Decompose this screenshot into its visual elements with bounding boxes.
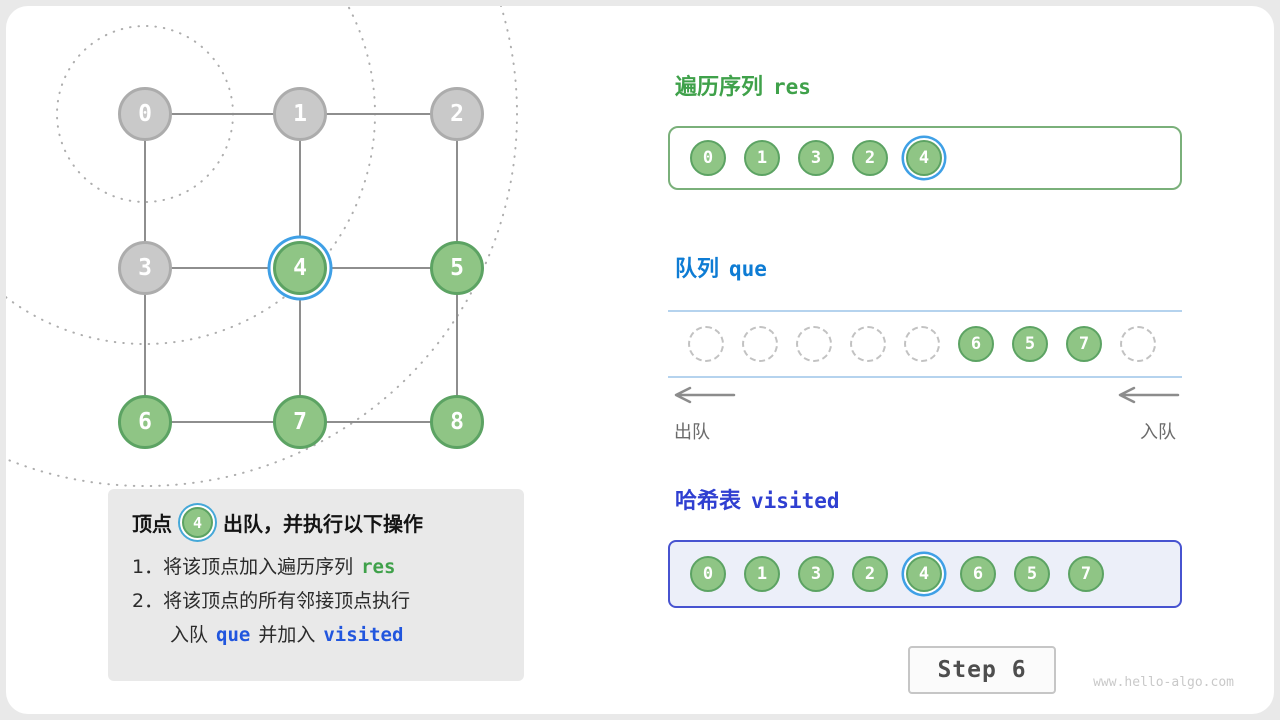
graph-node-6: 6 (118, 395, 172, 449)
info-title: 顶点 4 出队，并执行以下操作 (132, 507, 500, 538)
info-step-1: 1．将该顶点加入遍历序列 res (132, 552, 500, 579)
bfs-wave-arc (6, 6, 518, 487)
step-indicator: Step 6 (908, 646, 1056, 694)
node-circle-1: 1 (744, 556, 780, 592)
node-circle-0: 0 (690, 140, 726, 176)
enqueue-word: 入队 (170, 624, 209, 646)
res-panel-title: 遍历序列 res (675, 72, 811, 103)
graph-node-1: 1 (273, 87, 327, 141)
empty-slot (742, 326, 778, 362)
visited-title-code: visited (751, 489, 840, 513)
empty-slot (796, 326, 832, 362)
current-node-circle: 4 (182, 507, 213, 538)
enqueue-label: 入队 (1140, 422, 1176, 443)
queue-panel-title: 队列 que (675, 254, 767, 285)
node-circle-6: 6 (960, 556, 996, 592)
visited-panel-title: 哈希表 visited (675, 486, 840, 517)
empty-slot (688, 326, 724, 362)
que-code-label: que (216, 624, 251, 646)
info-step-1-text: 1．将该顶点加入遍历序列 (132, 556, 354, 578)
operation-info-box: 顶点 4 出队，并执行以下操作 1．将该顶点加入遍历序列 res 2．将该顶点的所… (108, 489, 524, 681)
graph-node-4: 4 (273, 241, 327, 295)
info-step-2: 2．将该顶点的所有邻接顶点执行 (132, 586, 500, 613)
dequeue-label: 出队 (674, 422, 710, 443)
node-circle-7: 7 (1068, 556, 1104, 592)
bfs-wave-arc (6, 6, 376, 345)
graph-node-3: 3 (118, 241, 172, 295)
empty-slot (904, 326, 940, 362)
node-circle-4: 4 (906, 556, 942, 592)
visited-code-label: visited (323, 624, 404, 646)
info-steps: 1．将该顶点加入遍历序列 res 2．将该顶点的所有邻接顶点执行 入队 que 并加入… (132, 552, 500, 647)
que-title-zh: 队列 (675, 257, 720, 282)
graph-node-8: 8 (430, 395, 484, 449)
node-circle-3: 3 (798, 556, 834, 592)
graph-panel: 0 1 2 3 4 5 6 7 8 (6, 6, 626, 506)
node-circle-6: 6 (958, 326, 994, 362)
node-circle-2: 2 (852, 140, 888, 176)
node-circle-1: 1 (744, 140, 780, 176)
info-step-2-cont: 入队 que 并加入 visited (170, 620, 500, 647)
res-title-code: res (773, 75, 811, 99)
empty-slot (850, 326, 886, 362)
add-word: 并加入 (258, 624, 316, 646)
node-circle-2: 2 (852, 556, 888, 592)
empty-slot (1120, 326, 1156, 362)
node-circle-4: 4 (906, 140, 942, 176)
dequeue-arrow-icon (674, 386, 736, 404)
visited-title-zh: 哈希表 (675, 489, 742, 514)
queue-arrows (668, 386, 1182, 404)
enqueue-arrow-icon (1118, 386, 1180, 404)
queue-arrow-labels: 出队 入队 (668, 418, 1182, 444)
info-title-prefix: 顶点 (132, 512, 172, 536)
node-circle-5: 5 (1014, 556, 1050, 592)
graph-node-5: 5 (430, 241, 484, 295)
res-title-zh: 遍历序列 (675, 75, 764, 100)
graph-node-0: 0 (118, 87, 172, 141)
node-circle-7: 7 (1066, 326, 1102, 362)
info-title-suffix: 出队，并执行以下操作 (223, 512, 423, 536)
node-circle-5: 5 (1012, 326, 1048, 362)
graph-node-7: 7 (273, 395, 327, 449)
que-title-code: que (729, 257, 767, 281)
node-circle-0: 0 (690, 556, 726, 592)
res-code-label: res (361, 556, 396, 578)
node-circle-3: 3 (798, 140, 834, 176)
graph-node-2: 2 (430, 87, 484, 141)
watermark: www.hello-algo.com (1093, 675, 1234, 690)
info-step-2-text: 2．将该顶点的所有邻接顶点执行 (132, 590, 411, 612)
